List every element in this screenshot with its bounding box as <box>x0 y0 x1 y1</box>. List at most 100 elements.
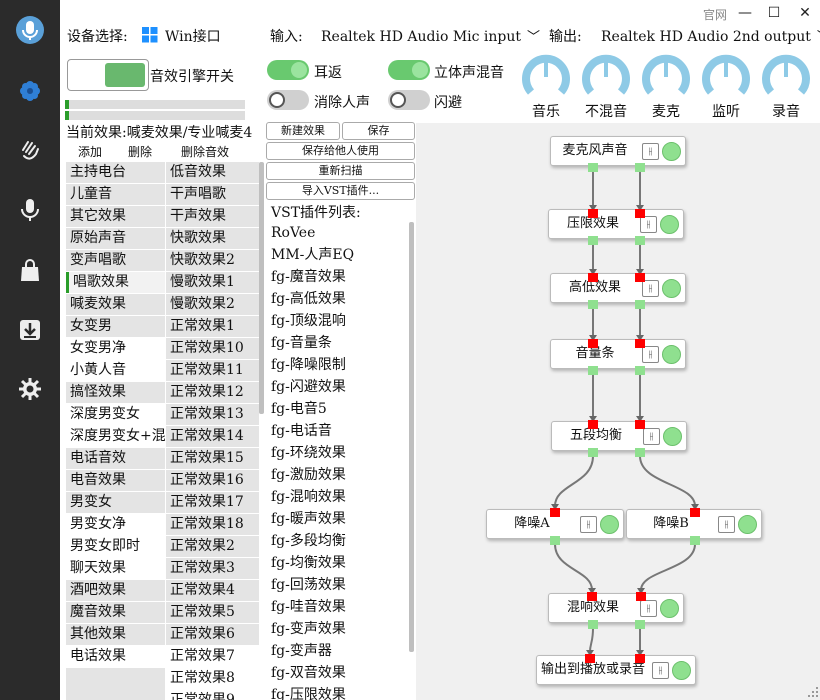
node-tone[interactable]: 高低效果⫲ <box>550 273 686 303</box>
output-port[interactable] <box>588 163 598 172</box>
node-mic-input[interactable]: 麦克风声音⫲ <box>550 136 686 166</box>
output-port[interactable] <box>588 448 598 457</box>
vst-item[interactable]: fg-音量条 <box>271 335 332 351</box>
minimize-button[interactable]: — <box>738 5 752 21</box>
vst-item[interactable]: fg-压限效果 <box>271 687 346 700</box>
category-item[interactable]: 深度男变女 <box>70 406 140 422</box>
node-limiter-status-icon[interactable] <box>660 215 679 234</box>
category-item[interactable]: 男变女净 <box>70 516 126 532</box>
category-item[interactable]: 电话效果 <box>70 648 126 664</box>
input-port[interactable] <box>690 508 700 517</box>
category-item[interactable]: 其它效果 <box>66 206 165 227</box>
output-port[interactable] <box>550 536 560 545</box>
vst-item[interactable]: fg-混响效果 <box>271 489 346 505</box>
category-item[interactable]: 深度男变女+混响 <box>70 428 165 444</box>
preset-item[interactable]: 正常效果4 <box>166 580 259 601</box>
preset-item[interactable]: 正常效果3 <box>166 558 259 579</box>
import-vst-button[interactable]: 导入VST插件... <box>266 182 415 200</box>
vst-item[interactable]: fg-环绕效果 <box>271 445 346 461</box>
output-port[interactable] <box>690 536 700 545</box>
preset-item[interactable]: 正常效果8 <box>170 670 235 686</box>
dial-record[interactable] <box>761 52 811 102</box>
preset-item[interactable]: 正常效果7 <box>170 648 235 664</box>
toggle-monitor[interactable] <box>267 60 309 80</box>
input-port[interactable] <box>587 592 597 601</box>
gear-icon[interactable] <box>14 373 46 405</box>
add-effect-button[interactable]: 添加 <box>78 145 103 159</box>
category-item[interactable]: 酒吧效果 <box>66 580 165 601</box>
preset-item[interactable]: 正常效果12 <box>166 382 259 403</box>
node-mic-input-status-icon[interactable] <box>662 142 681 161</box>
node-volume-status-icon[interactable] <box>662 345 681 364</box>
category-item[interactable]: 唱歌效果 <box>66 272 165 293</box>
node-output-status-icon[interactable] <box>672 661 691 680</box>
category-item[interactable]: 魔音效果 <box>66 602 165 623</box>
vst-item[interactable]: fg-电音5 <box>271 401 327 417</box>
output-port[interactable] <box>635 300 645 309</box>
category-item[interactable]: 变声唱歌 <box>66 250 165 271</box>
output-port[interactable] <box>588 620 598 629</box>
node-denoise-b-settings-icon[interactable]: ⫲ <box>718 516 735 533</box>
output-port[interactable] <box>635 448 645 457</box>
vst-item[interactable]: RoVee <box>271 225 316 241</box>
preset-item[interactable]: 正常效果11 <box>166 360 259 381</box>
dial-music[interactable] <box>521 52 571 102</box>
engine-switch[interactable] <box>67 59 149 91</box>
preset-item[interactable]: 正常效果10 <box>166 338 259 359</box>
flower-icon[interactable] <box>14 75 46 107</box>
node-denoise-a-status-icon[interactable] <box>600 515 619 534</box>
output-port[interactable] <box>588 300 598 309</box>
node-tone-status-icon[interactable] <box>662 279 681 298</box>
node-eq5-settings-icon[interactable]: ⫲ <box>643 428 660 445</box>
list-scrollbar[interactable] <box>259 162 264 414</box>
vst-item[interactable]: fg-顶级混响 <box>271 313 346 329</box>
delete-button[interactable]: 删除 <box>128 145 153 159</box>
node-denoise-b-status-icon[interactable] <box>738 515 757 534</box>
input-port[interactable] <box>635 420 645 429</box>
input-port[interactable] <box>635 273 645 282</box>
preset-item[interactable]: 慢歌效果2 <box>166 294 259 315</box>
category-item[interactable]: 原始声音 <box>66 228 165 249</box>
preset-item[interactable]: 干声效果 <box>166 206 259 227</box>
dial-mic[interactable] <box>641 52 691 102</box>
output-port[interactable] <box>588 366 598 375</box>
vst-item[interactable]: fg-多段均衡 <box>271 533 346 549</box>
node-eq5[interactable]: 五段均衡⫲ <box>551 421 687 451</box>
official-site-link[interactable]: 官网 <box>703 8 728 22</box>
preset-item[interactable]: 干声唱歌 <box>166 184 259 205</box>
preset-item[interactable]: 正常效果13 <box>166 404 259 425</box>
preset-item[interactable]: 正常效果2 <box>166 536 259 557</box>
category-item[interactable]: 电话音效 <box>66 448 165 469</box>
node-tone-settings-icon[interactable]: ⫲ <box>642 280 659 297</box>
output-port[interactable] <box>635 620 645 629</box>
input-port[interactable] <box>635 209 645 218</box>
category-item[interactable]: 搞怪效果 <box>66 382 165 403</box>
input-port[interactable] <box>635 654 645 663</box>
category-item[interactable]: 儿童音 <box>66 184 165 205</box>
bag-icon[interactable] <box>14 255 46 287</box>
preset-item[interactable]: 正常效果1 <box>166 316 259 337</box>
input-select[interactable]: Realtek HD Audio Mic input﹀ <box>321 26 540 45</box>
preset-item[interactable]: 正常效果6 <box>166 624 259 645</box>
input-port[interactable] <box>635 339 645 348</box>
node-volume[interactable]: 音量条⫲ <box>550 339 686 369</box>
resize-grip-icon[interactable] <box>806 684 820 698</box>
node-output[interactable]: 输出到播放或录音⫲ <box>536 655 696 685</box>
vst-item[interactable]: fg-变声器 <box>271 643 332 659</box>
vst-item[interactable]: fg-变声效果 <box>271 621 346 637</box>
save-button[interactable]: 保存 <box>342 122 415 140</box>
node-limiter-settings-icon[interactable]: ⫲ <box>640 216 657 233</box>
node-eq5-status-icon[interactable] <box>663 427 682 446</box>
vst-item[interactable]: fg-暖声效果 <box>271 511 346 527</box>
node-reverb[interactable]: 混响效果⫲ <box>548 593 684 623</box>
new-effect-button[interactable]: 新建效果 <box>266 122 340 140</box>
save-share-button[interactable]: 保存给他人使用 <box>266 142 415 160</box>
vst-item[interactable]: fg-闪避效果 <box>271 379 346 395</box>
vst-item[interactable]: fg-回荡效果 <box>271 577 346 593</box>
preset-item[interactable]: 正常效果5 <box>166 602 259 623</box>
node-limiter[interactable]: 压限效果⫲ <box>548 209 684 239</box>
output-port[interactable] <box>635 236 645 245</box>
preset-item[interactable]: 正常效果16 <box>166 470 259 491</box>
preset-item[interactable]: 快歌效果 <box>166 228 259 249</box>
preset-item[interactable]: 正常效果15 <box>166 448 259 469</box>
